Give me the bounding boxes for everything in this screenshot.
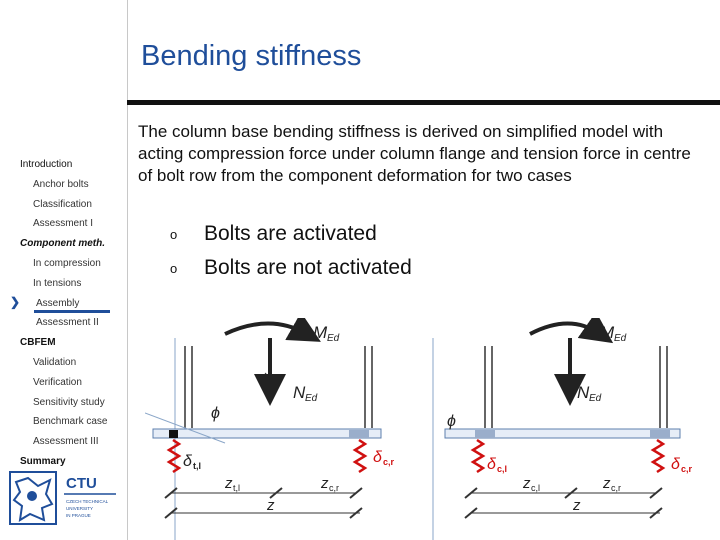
svg-text:δ: δ (671, 456, 681, 473)
body-paragraph: The column base bending stiffness is der… (138, 122, 691, 185)
svg-text:c,l: c,l (497, 464, 507, 474)
page-title: Bending stiffness (141, 40, 362, 72)
nav-introduction[interactable]: Introduction (20, 159, 73, 170)
logo-text: CTU (66, 475, 97, 492)
stiffness-diagram: M Ed N Ed ϕ δ t,l δ c,r z t,l z c,r z M (145, 318, 693, 540)
svg-text:c,r: c,r (383, 457, 395, 467)
nav-anchor-bolts[interactable]: Anchor bolts (33, 179, 89, 190)
svg-text:UNIVERSITY: UNIVERSITY (66, 506, 93, 511)
bullet-item-1: o Bolts are activated (170, 222, 377, 246)
svg-text:CZECH TECHNICAL: CZECH TECHNICAL (66, 499, 109, 504)
svg-text:δ: δ (373, 449, 383, 466)
svg-text:c,r: c,r (329, 483, 339, 493)
svg-text:z: z (224, 475, 233, 492)
svg-text:ϕ: ϕ (211, 405, 220, 422)
current-section-underline (34, 310, 110, 313)
nav-benchmark-case[interactable]: Benchmark case (33, 416, 108, 427)
diagram-right-bolts-not-activated: M Ed N Ed ϕ δ c,l δ c,r z c,l z c,r z (432, 318, 693, 540)
bullet-item-2: o Bolts are not activated (170, 256, 412, 280)
svg-text:c,l: c,l (531, 483, 540, 493)
bullet-text: Bolts are activated (204, 222, 377, 245)
sidebar: Introduction Anchor bolts Classification… (0, 0, 128, 540)
ctu-logo: CTU CZECH TECHNICAL UNIVERSITY IN PRAGUE (9, 471, 116, 525)
svg-text:Ed: Ed (614, 333, 627, 344)
bullet-text: Bolts are not activated (204, 256, 412, 279)
title-divider (127, 100, 720, 105)
svg-text:M: M (313, 323, 328, 342)
svg-text:Ed: Ed (589, 393, 602, 404)
nav-summary[interactable]: Summary (20, 456, 66, 467)
nav-assessment-1[interactable]: Assessment I (33, 218, 94, 229)
nav-in-compression[interactable]: In compression (33, 258, 101, 269)
nav-component-method[interactable]: Component meth. (20, 238, 105, 249)
nav-assembly[interactable]: Assembly (36, 298, 80, 309)
nav-assessment-2[interactable]: Assessment II (36, 317, 99, 328)
nav-in-tensions[interactable]: In tensions (33, 278, 82, 289)
svg-text:z: z (320, 475, 329, 492)
nav-verification[interactable]: Verification (33, 377, 82, 388)
svg-text:c,r: c,r (611, 483, 621, 493)
svg-text:δ: δ (183, 453, 193, 470)
nav-sensitivity-study[interactable]: Sensitivity study (33, 397, 105, 408)
current-section-arrow-icon: ❯ (10, 295, 21, 309)
svg-text:z: z (602, 475, 611, 492)
svg-text:Ed: Ed (305, 393, 318, 404)
bullet-marker-icon: o (170, 226, 178, 242)
svg-text:N: N (293, 383, 306, 402)
nav-assessment-3[interactable]: Assessment III (33, 436, 99, 447)
svg-text:z: z (522, 475, 531, 492)
nav-validation[interactable]: Validation (33, 357, 77, 368)
svg-text:c,r: c,r (681, 464, 693, 474)
bullet-marker-icon: o (170, 260, 178, 276)
svg-text:z: z (572, 497, 581, 514)
nav-classification[interactable]: Classification (33, 199, 92, 210)
svg-text:M: M (600, 323, 615, 342)
svg-text:IN PRAGUE: IN PRAGUE (66, 513, 91, 518)
svg-text:z: z (266, 497, 275, 514)
svg-text:N: N (577, 383, 590, 402)
svg-text:Ed: Ed (327, 333, 340, 344)
svg-text:δ: δ (487, 456, 497, 473)
svg-text:t,l: t,l (233, 483, 240, 493)
svg-text:t,l: t,l (193, 461, 201, 471)
nav-cbfem[interactable]: CBFEM (20, 337, 56, 348)
svg-text:ϕ: ϕ (447, 413, 456, 430)
diagram-left-bolts-activated: M Ed N Ed ϕ δ t,l δ c,r z t,l z c,r z (145, 318, 395, 540)
